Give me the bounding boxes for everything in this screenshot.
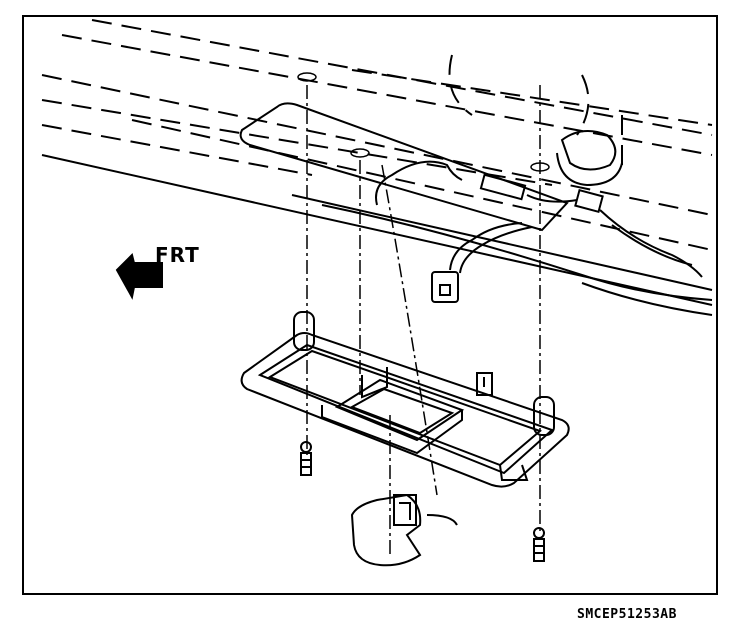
screw-left (301, 442, 311, 475)
lamp-lens (352, 495, 457, 565)
screw-right (534, 528, 544, 561)
lamp-base-plate (242, 312, 569, 487)
front-direction-label: FRT (155, 243, 200, 267)
figure-frame (22, 15, 718, 595)
roof-wiring (376, 162, 702, 302)
dome-lamp-installation-diagram (22, 15, 718, 595)
fastener-axis-lines (307, 85, 540, 555)
figure-code: SMCEP51253AB (577, 607, 677, 622)
mounting-holes (298, 73, 549, 171)
front-arrow-icon (117, 255, 162, 297)
roof-panel (42, 103, 712, 315)
